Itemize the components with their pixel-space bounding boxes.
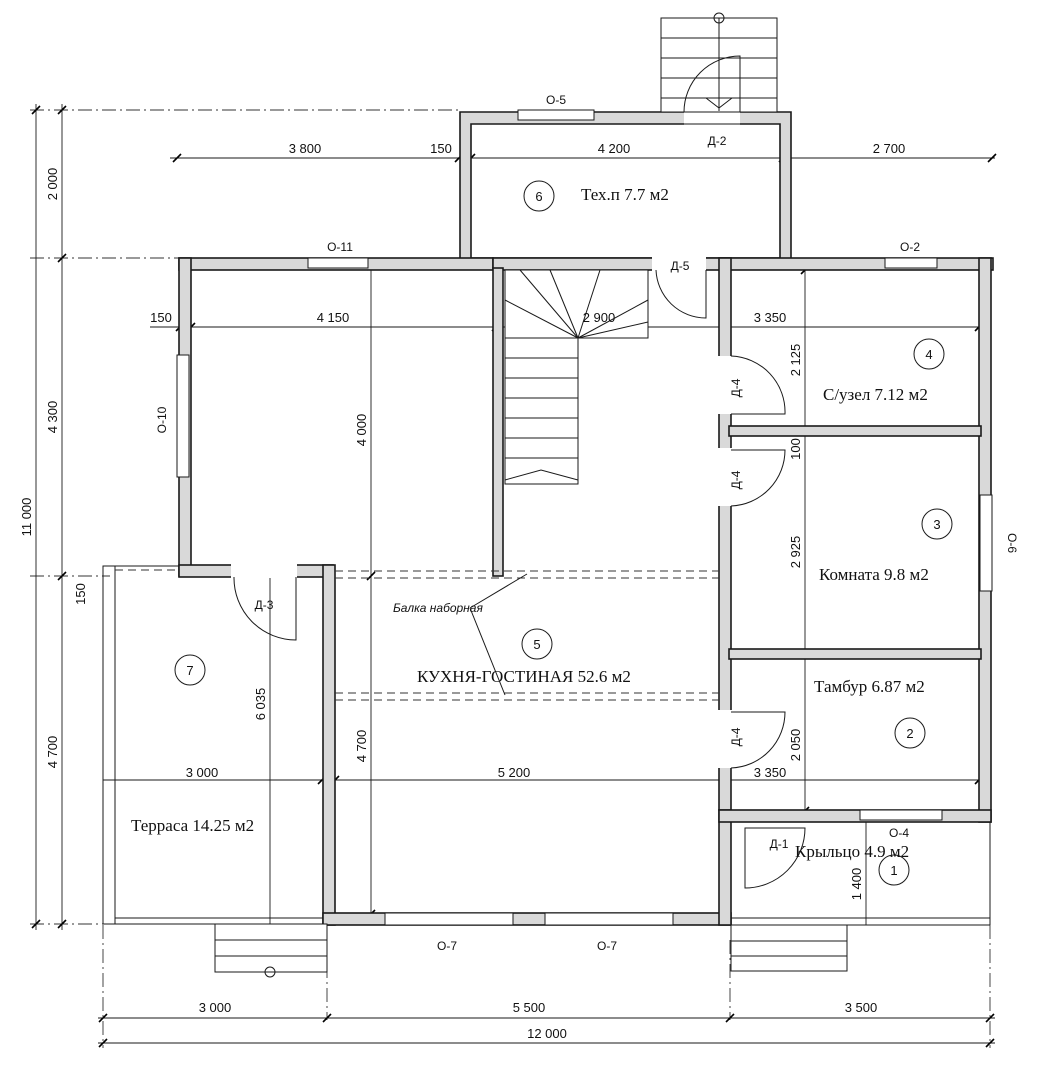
dim-bottom-5500: 5 500 — [513, 1000, 546, 1015]
room-labels: Крыльцо 4.9 м2 Тамбур 6.87 м2 Комната 9.… — [131, 185, 929, 861]
dim-2125: 2 125 — [788, 344, 803, 377]
window-o7-right — [544, 912, 674, 926]
dim-left-2000: 2 000 — [45, 168, 60, 201]
dim-left-150: 150 — [73, 583, 88, 605]
dim-row2-3350: 3 350 — [754, 310, 787, 325]
dim-2050: 2 050 — [788, 729, 803, 762]
beam-label: Балка наборная — [393, 601, 483, 615]
window-o6 — [979, 494, 993, 592]
beam-lines — [335, 570, 719, 701]
dim-top-150: 150 — [430, 141, 452, 156]
room-1-number: 1 — [890, 863, 897, 878]
dim-left-4700: 4 700 — [45, 736, 60, 769]
room-6-number: 6 — [535, 189, 542, 204]
room-2-number: 2 — [906, 726, 913, 741]
dim-4000: 4 000 — [354, 414, 369, 447]
dim-total-12000: 12 000 — [527, 1026, 567, 1041]
dim-left-4300: 4 300 — [45, 401, 60, 434]
doors — [231, 55, 806, 889]
window-label-o7-right: О-7 — [597, 939, 617, 953]
dim-2925: 2 925 — [788, 536, 803, 569]
dim-row2-4150: 4 150 — [317, 310, 350, 325]
door-label-d5: Д-5 — [671, 259, 690, 273]
dim-mid-3000: 3 000 — [186, 765, 219, 780]
window-o5 — [517, 109, 595, 121]
dim-left-11000: 11 000 — [19, 498, 34, 537]
top-outside-stairs — [660, 12, 778, 113]
room-7-label: Терраса 14.25 м2 — [131, 816, 254, 835]
dim-row2-150: 150 — [150, 310, 172, 325]
dim-3350-lower: 3 350 — [754, 765, 787, 780]
room-4-number: 4 — [925, 347, 932, 362]
terrace — [102, 565, 328, 978]
dim-100: 100 — [788, 438, 803, 460]
room-3-label: Комната 9.8 м2 — [819, 565, 929, 584]
walls — [178, 111, 994, 926]
room-5-label: КУХНЯ-ГОСТИНАЯ 52.6 м2 — [417, 667, 631, 686]
opening-labels: О-5 О-11 О-2 О-10 О-6 О-4 О-7 О-7 Д-2 Д-… — [155, 93, 1019, 953]
room-2-label: Тамбур 6.87 м2 — [814, 677, 925, 696]
dim-top-2700: 2 700 — [873, 141, 906, 156]
window-o7-left — [384, 912, 514, 926]
room-1-label: Крыльцо 4.9 м2 — [795, 842, 909, 861]
window-o2 — [884, 257, 938, 269]
window-label-o10: О-10 — [155, 406, 169, 433]
window-o11 — [307, 257, 369, 269]
window-label-o5: О-5 — [546, 93, 566, 107]
door-label-d1: Д-1 — [770, 837, 789, 851]
room-3-number: 3 — [933, 517, 940, 532]
dim-bottom-3500: 3 500 — [845, 1000, 878, 1015]
dimension-texts: 3 800 150 4 200 2 700 150 4 150 2 900 3 … — [19, 141, 905, 1041]
room-markers: 1 2 3 4 5 6 7 — [174, 180, 953, 886]
dim-top-4200: 4 200 — [598, 141, 631, 156]
window-label-o4: О-4 — [889, 826, 909, 840]
dim-6035: 6 035 — [253, 688, 268, 721]
door-label-d4-middle: Д-4 — [729, 470, 743, 489]
door-label-d2: Д-2 — [708, 134, 727, 148]
room-4-label: С/узел 7.12 м2 — [823, 385, 928, 404]
dim-mid-5200: 5 200 — [498, 765, 531, 780]
room-7-number: 7 — [186, 663, 193, 678]
window-o4 — [859, 809, 943, 821]
dim-bottom-3000: 3 000 — [199, 1000, 232, 1015]
dim-1400: 1 400 — [849, 868, 864, 901]
interior-stairs — [504, 269, 649, 485]
room-6-label: Тех.п 7.7 м2 — [581, 185, 669, 204]
windows — [176, 109, 993, 926]
window-label-o6: О-6 — [1005, 533, 1019, 553]
dim-4700-interior: 4 700 — [354, 730, 369, 763]
window-label-o2: О-2 — [900, 240, 920, 254]
dim-row2-2900: 2 900 — [583, 310, 616, 325]
door-label-d4-top: Д-4 — [729, 378, 743, 397]
window-label-o11: О-11 — [327, 240, 353, 254]
door-label-d4-bottom: Д-4 — [729, 727, 743, 746]
porch — [730, 821, 991, 972]
door-label-d3: Д-3 — [255, 598, 274, 612]
window-o10 — [176, 354, 190, 478]
room-5-number: 5 — [533, 637, 540, 652]
window-label-o7-left: О-7 — [437, 939, 457, 953]
dim-top-3800: 3 800 — [289, 141, 322, 156]
